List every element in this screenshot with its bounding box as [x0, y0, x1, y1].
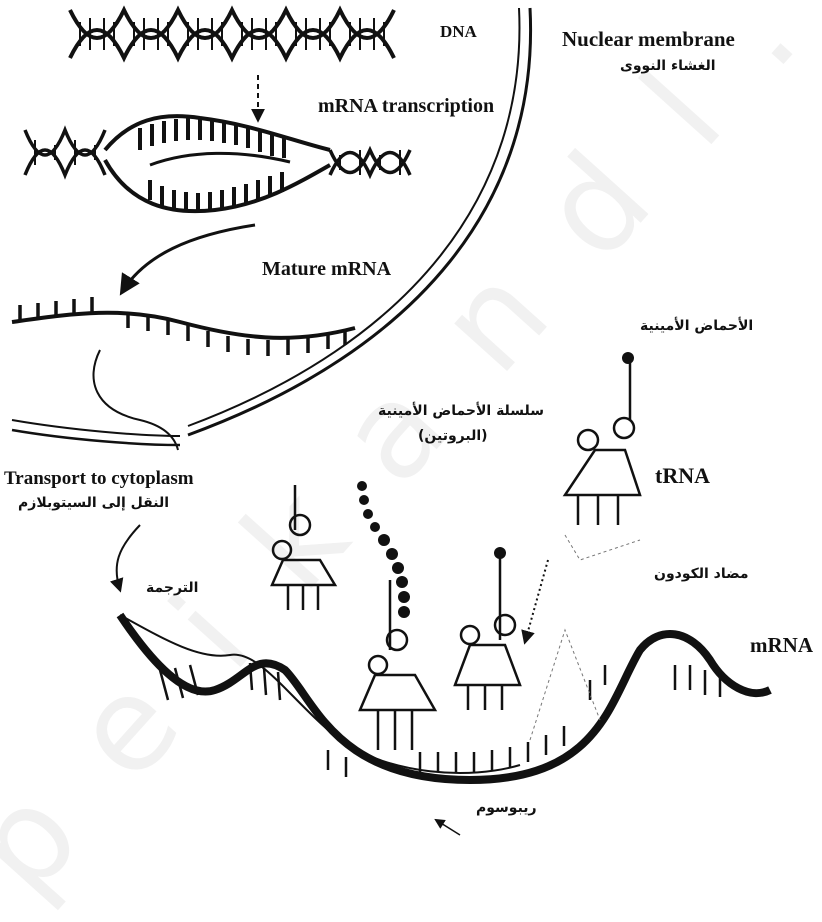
trna-left: [272, 485, 335, 610]
diagram-drawing: [0, 0, 822, 851]
protein-synthesis-diagram: peikandl.c: [0, 0, 822, 851]
label-dna: DNA: [440, 22, 477, 42]
transcription-bubble: [25, 116, 410, 213]
trna-center: [360, 580, 435, 750]
main-mrna-ribbon: [120, 615, 770, 780]
label-amino-acids: الأحماض الأمينية: [640, 318, 753, 334]
label-protein: (البروتين): [418, 428, 488, 444]
label-transport-ar: النقل إلى السيتوبلازم: [18, 495, 169, 511]
trna-incoming: [565, 360, 640, 525]
nuclear-membrane: [12, 8, 531, 445]
mature-mrna-strand: [12, 297, 355, 356]
trna-right-bound: [455, 555, 520, 710]
label-transcription: mRNA transcription: [318, 95, 494, 118]
label-anticodon: مضاد الكودون: [654, 566, 749, 582]
label-amino-chain: سلسلة الأحماض الأمينية: [378, 403, 544, 419]
arrow-to-translation: [117, 525, 140, 590]
label-mrna: mRNA: [750, 633, 813, 658]
arrow-to-mature-mrna: [122, 225, 255, 292]
label-transport-en: Transport to cytoplasm: [4, 468, 194, 490]
dna-helix: [70, 10, 394, 58]
label-ribosome: ريبوسوم: [476, 800, 537, 816]
arrow-trna-to-ribosome: [525, 560, 548, 642]
label-trna: tRNA: [655, 463, 710, 489]
label-nuclear-membrane-ar: الغشاء النووى: [620, 58, 716, 74]
label-mature-mrna: Mature mRNA: [262, 258, 391, 281]
label-translation: الترجمة: [146, 580, 198, 596]
amino-acid-chain: [357, 352, 634, 618]
ribosome-pointer: [436, 820, 460, 835]
label-nuclear-membrane-en: Nuclear membrane: [562, 27, 735, 52]
